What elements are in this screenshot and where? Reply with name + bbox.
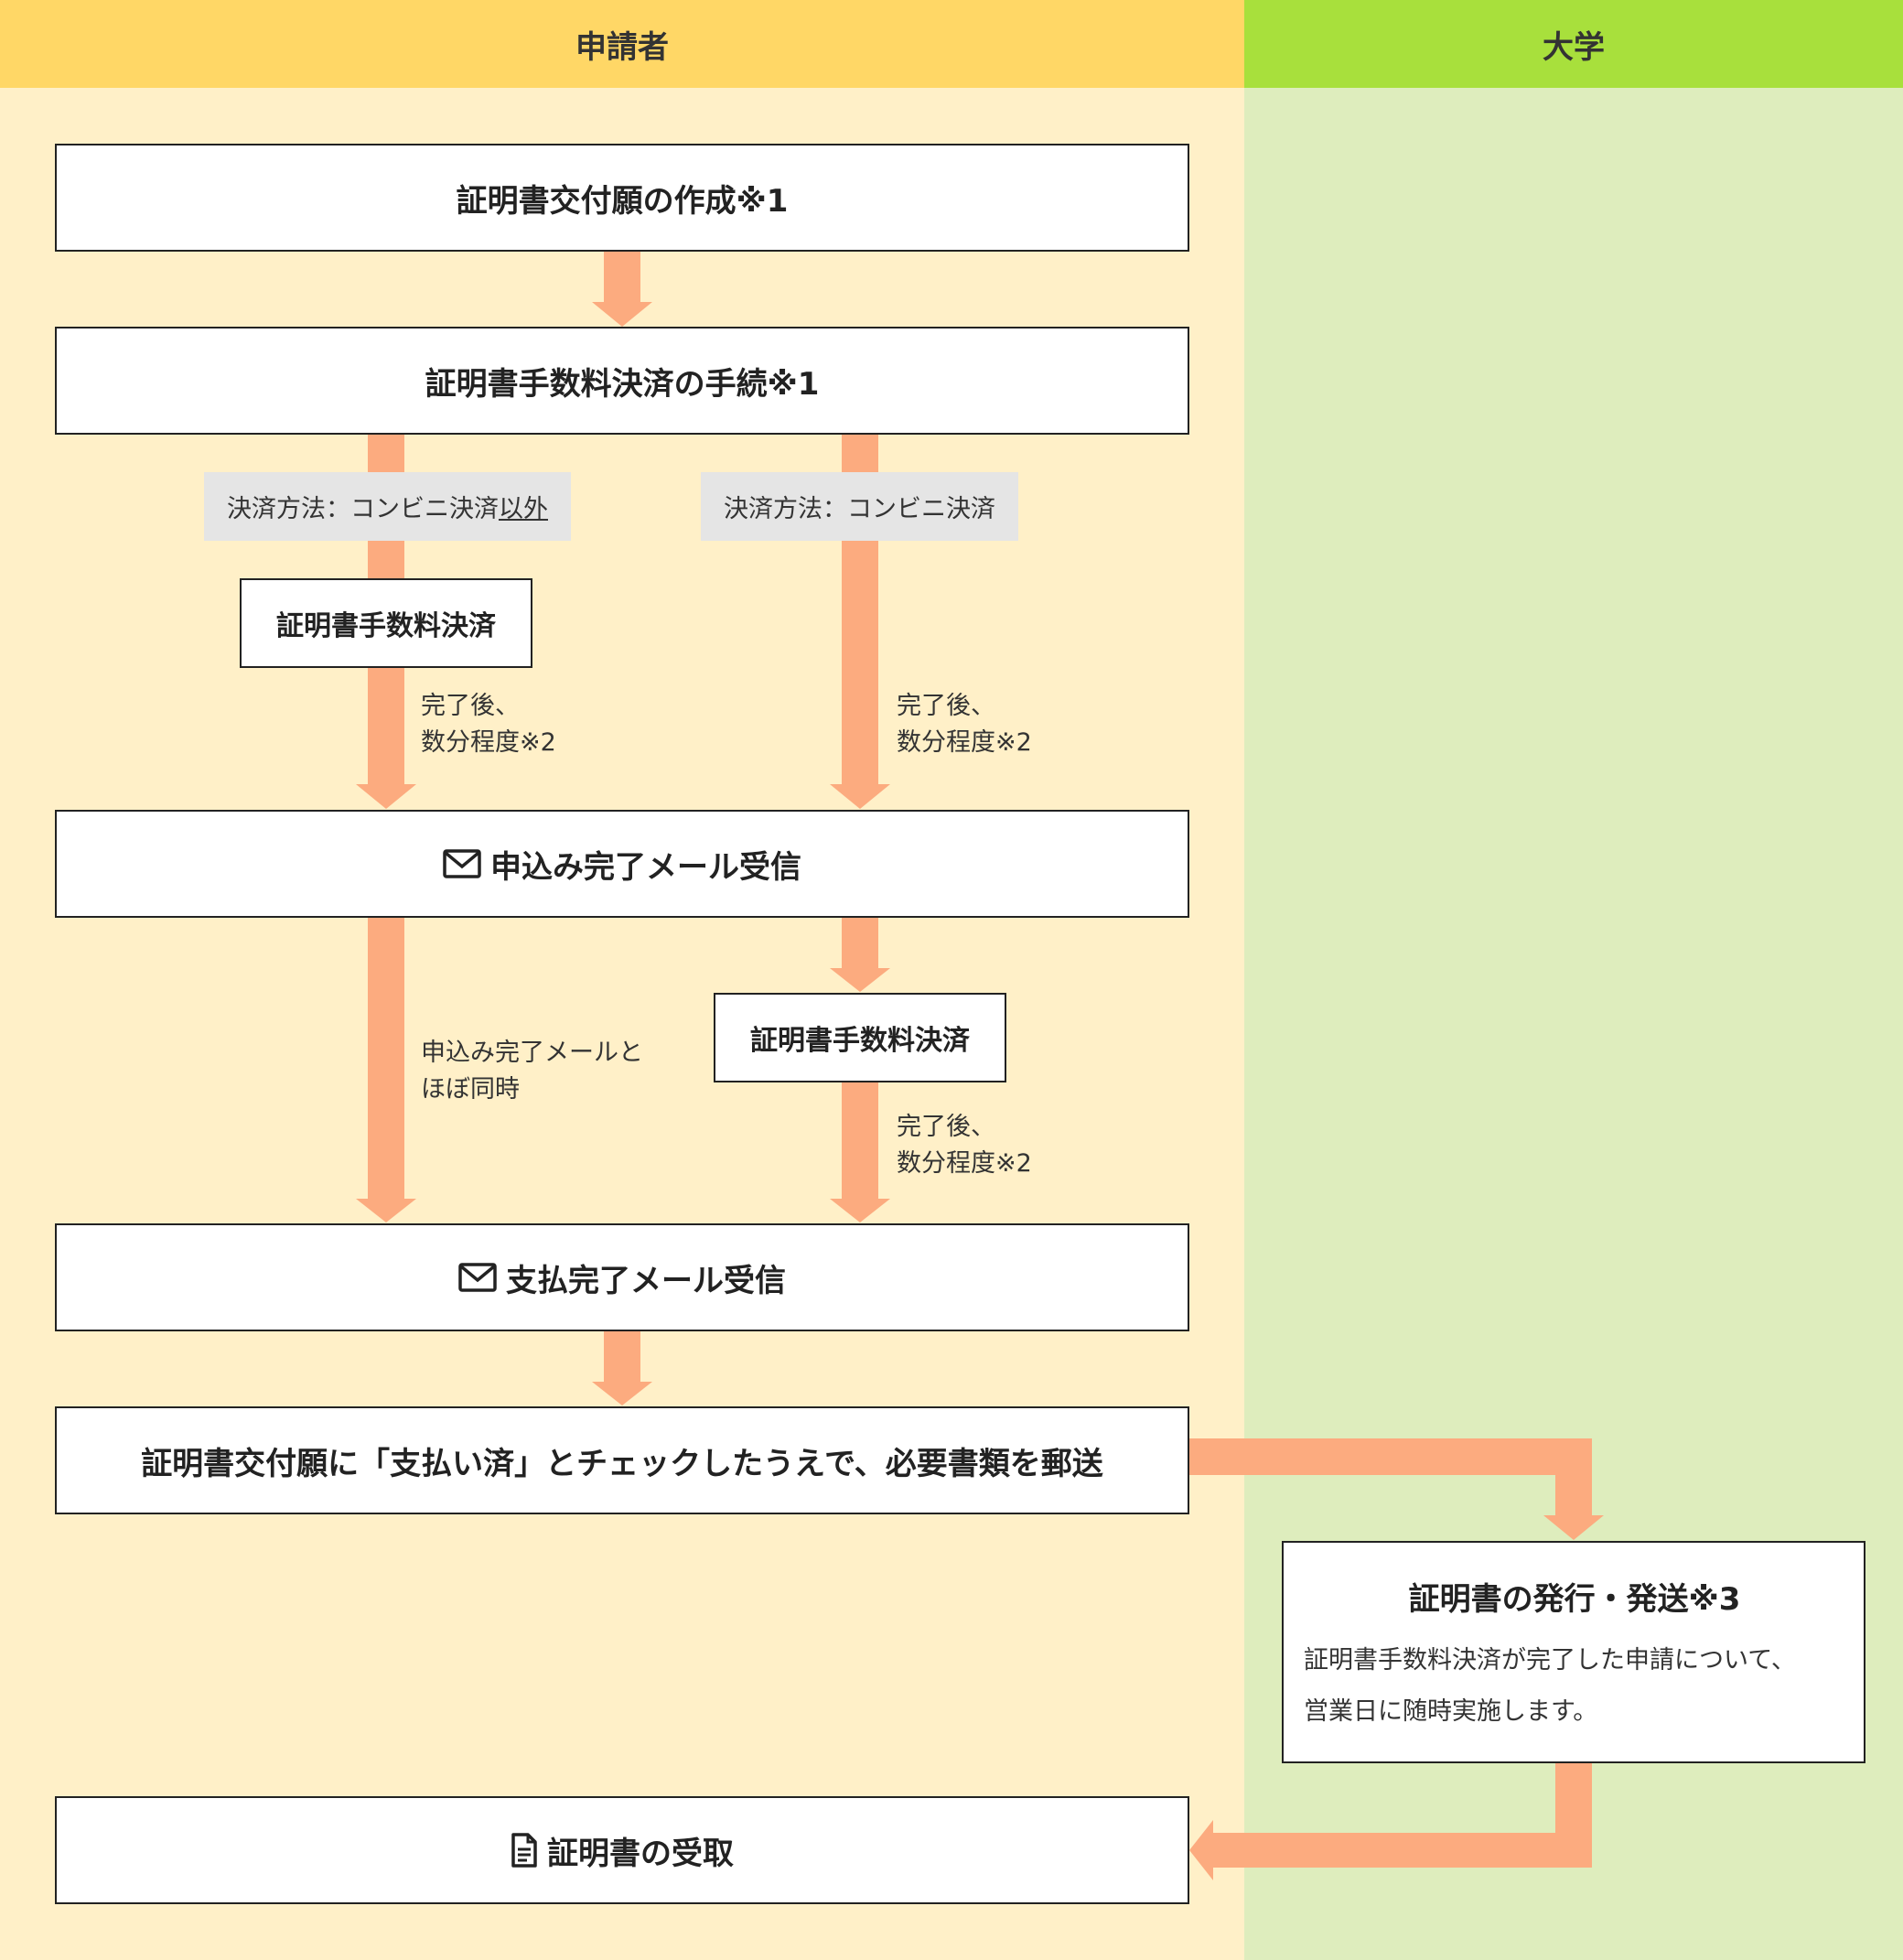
note-line: 数分程度※2 — [897, 1149, 1032, 1178]
step-label: 証明書の受取 — [547, 1835, 734, 1872]
branch-label-emphasis: 以外 — [499, 495, 548, 523]
note-line: 数分程度※2 — [897, 728, 1032, 757]
step-label: 支払完了メール受信 — [506, 1262, 786, 1299]
note-line: 完了後、 — [421, 692, 520, 720]
arrow-pay-to-paymail — [830, 1082, 890, 1222]
note-line: ほぼ同時 — [421, 1075, 520, 1104]
mail-icon — [458, 1263, 497, 1292]
note-after-payment-left: 完了後、数分程度※2 — [421, 688, 556, 761]
note-line: 完了後、 — [897, 692, 995, 720]
applicant-lane-header: 申請者 — [0, 0, 1244, 88]
branch-label-non-convenience: 決済方法：コンビニ決済以外 — [204, 472, 571, 541]
branch-label-convenience: 決済方法：コンビニ決済 — [701, 472, 1018, 541]
step-label: 証明書交付願に「支払い済」とチェックしたうえで、必要書類を郵送 — [141, 1445, 1103, 1482]
step-pay-right: 証明書手数料決済 — [714, 993, 1006, 1082]
document-icon — [511, 1833, 537, 1868]
step-label: 申込み完了メール受信 — [490, 848, 801, 886]
arrow-create-to-procedure — [592, 252, 652, 327]
arrow-applymail-to-pay — [830, 918, 890, 992]
note-after-payment-right: 完了後、数分程度※2 — [897, 688, 1032, 761]
note-after-payment-lower: 完了後、数分程度※2 — [897, 1109, 1032, 1182]
note-line: 申込み完了メールと — [421, 1039, 643, 1067]
arrow-university-to-receive — [1189, 1763, 1592, 1880]
step-pay-left: 証明書手数料決済 — [240, 578, 532, 668]
step-label: 証明書交付願の作成※1 — [456, 182, 789, 220]
mail-icon — [443, 849, 481, 878]
step-create-application: 証明書交付願の作成※1 — [55, 144, 1189, 252]
university-lane-header: 大学 — [1244, 0, 1903, 88]
branch-label-text: 決済方法：コンビニ決済 — [227, 495, 499, 523]
arrow-send-to-university — [1188, 1438, 1604, 1540]
note-line: 完了後、 — [897, 1113, 995, 1141]
step-receive-certificate: 証明書の受取 — [55, 1796, 1189, 1904]
university-step-desc: 証明書手数料決済が完了した申請について、 — [1304, 1646, 1796, 1675]
arrow-paymail-to-send — [592, 1331, 652, 1405]
step-label: 証明書手数料決済 — [276, 610, 496, 642]
arrow-left-to-paymail — [356, 918, 416, 1222]
step-apply-mail: 申込み完了メール受信 — [55, 810, 1189, 918]
note-same-time: 申込み完了メールとほぼ同時 — [421, 1035, 643, 1108]
step-label: 証明書手数料決済の手続※1 — [425, 365, 820, 403]
university-step-desc: 営業日に随時実施します。 — [1304, 1697, 1598, 1726]
university-issue-box: 証明書の発行・発送※3 証明書手数料決済が完了した申請について、 営業日に随時実… — [1282, 1541, 1865, 1763]
note-line: 数分程度※2 — [421, 728, 556, 757]
step-payment-mail: 支払完了メール受信 — [55, 1223, 1189, 1331]
university-step-title: 証明書の発行・発送※3 — [1408, 1581, 1741, 1618]
step-mail-documents: 証明書交付願に「支払い済」とチェックしたうえで、必要書類を郵送 — [55, 1406, 1189, 1514]
step-payment-procedure: 証明書手数料決済の手続※1 — [55, 327, 1189, 435]
step-label: 証明書手数料決済 — [750, 1025, 970, 1057]
